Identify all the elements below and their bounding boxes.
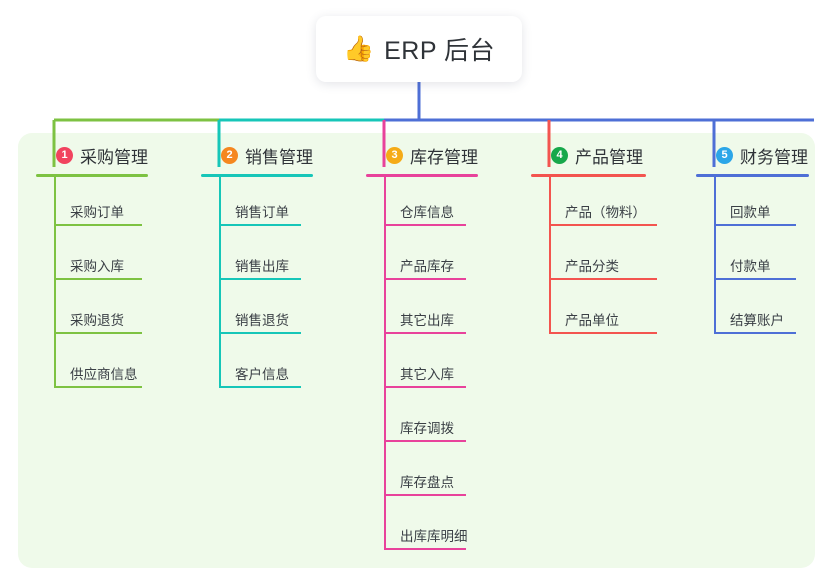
leaf-label: 库存盘点 <box>400 475 454 490</box>
branch-badge-2: 2 <box>221 146 238 164</box>
leaf-label: 产品（物料） <box>565 205 646 220</box>
leaf-rule <box>54 278 142 280</box>
branch-title-4: 产品管理 <box>575 147 643 167</box>
branch-header-3[interactable]: 3 库存管理 <box>366 143 478 167</box>
leaf-spine-5 <box>714 177 716 334</box>
leaf-rule <box>549 332 657 334</box>
branch-header-4[interactable]: 4 产品管理 <box>531 143 643 167</box>
leaf-rule <box>384 386 466 388</box>
leaf-rule <box>219 224 301 226</box>
branch-rule-4 <box>531 174 646 177</box>
leaf-label: 客户信息 <box>235 367 289 382</box>
leaf-label: 其它出库 <box>400 313 454 328</box>
leaf-rule <box>54 224 142 226</box>
leaf-rule <box>219 386 301 388</box>
leaf-rule <box>384 494 466 496</box>
branch-badge-5: 5 <box>716 146 733 164</box>
branch-column-4: 4 产品管理产品（物料） 产品分类产品单位 <box>531 143 657 334</box>
branch-title-3: 库存管理 <box>410 147 478 167</box>
branch-title-1: 采购管理 <box>80 147 148 167</box>
branch-title-2: 销售管理 <box>245 147 313 167</box>
branch-column-2: 2 销售管理销售订单销售出库销售退货客户信息 <box>201 143 313 388</box>
branch-header-2[interactable]: 2 销售管理 <box>201 143 313 167</box>
leaf-label: 供应商信息 <box>70 367 138 382</box>
branch-column-1: 1 采购管理采购订单采购入库采购退货供应商信息 <box>36 143 148 388</box>
root-title: ERP 后台 <box>384 37 496 65</box>
leaf-rule <box>549 224 657 226</box>
branch-header-5[interactable]: 5 财务管理 <box>696 143 808 167</box>
leaf-rule <box>384 278 466 280</box>
leaf-rule <box>54 332 142 334</box>
leaf-label: 采购订单 <box>70 205 124 220</box>
leaf-rule <box>384 548 466 550</box>
leaf-label: 产品单位 <box>565 313 619 328</box>
leaf-label: 仓库信息 <box>400 205 454 220</box>
leaf-label: 其它入库 <box>400 367 454 382</box>
leaf-label: 付款单 <box>730 259 771 274</box>
branch-rule-1 <box>36 174 148 177</box>
leaf-label: 回款单 <box>730 205 771 220</box>
branch-title-5: 财务管理 <box>740 147 808 167</box>
leaf-label: 产品库存 <box>400 259 454 274</box>
leaf-rule <box>384 332 466 334</box>
leaf-rule <box>219 278 301 280</box>
leaf-label: 库存调拨 <box>400 421 454 436</box>
leaf-rule <box>549 278 657 280</box>
branch-badge-4: 4 <box>551 146 568 164</box>
leaf-spine-1 <box>54 177 56 388</box>
branch-column-3: 3 库存管理仓库信息产品库存其它出库其它入库库存调拨库存盘点出库库明细 <box>366 143 478 550</box>
branch-badge-1: 1 <box>56 146 73 164</box>
leaf-label: 采购退货 <box>70 313 124 328</box>
branch-badge-3: 3 <box>386 146 403 164</box>
leaf-label: 采购入库 <box>70 259 124 274</box>
leaf-label: 销售订单 <box>235 205 289 220</box>
leaf-spine-2 <box>219 177 221 388</box>
branch-rule-3 <box>366 174 478 177</box>
thumbs-up-icon: 👍 <box>342 34 375 63</box>
leaf-rule <box>714 332 796 334</box>
leaf-rule <box>714 278 796 280</box>
leaf-rule <box>54 386 142 388</box>
leaf-spine-3 <box>384 177 386 550</box>
branch-column-5: 5 财务管理回款单付款单结算账户 <box>696 143 809 334</box>
leaf-rule <box>384 224 466 226</box>
branch-rule-2 <box>201 174 313 177</box>
leaf-label: 出库库明细 <box>400 529 468 544</box>
leaf-label: 销售退货 <box>235 313 289 328</box>
branch-rule-5 <box>696 174 809 177</box>
leaf-rule <box>714 224 796 226</box>
leaf-label: 产品分类 <box>565 259 619 274</box>
leaf-rule <box>219 332 301 334</box>
leaf-rule <box>384 440 466 442</box>
root-node[interactable]: 👍 ERP 后台 <box>316 16 522 82</box>
leaf-spine-4 <box>549 177 551 334</box>
leaf-label: 结算账户 <box>730 313 784 328</box>
branch-header-1[interactable]: 1 采购管理 <box>36 143 148 167</box>
leaf-label: 销售出库 <box>235 259 289 274</box>
